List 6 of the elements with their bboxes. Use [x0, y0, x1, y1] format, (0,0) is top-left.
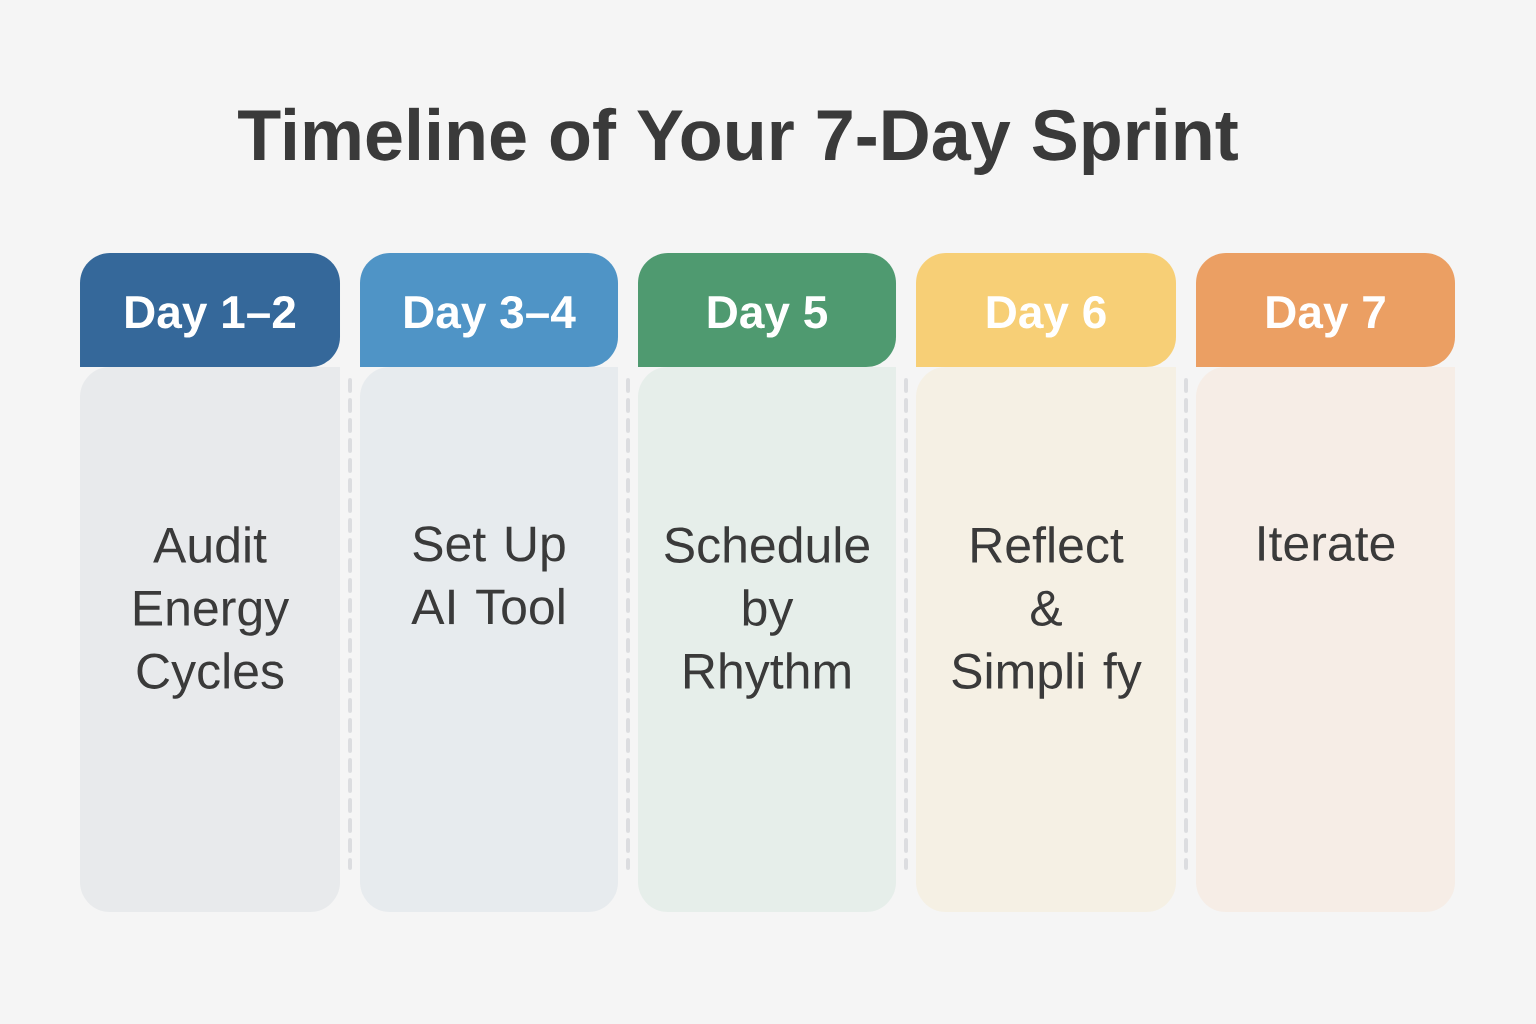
- day-label: Day 5: [708, 296, 828, 338]
- day-label: Day 1–2: [126, 295, 296, 338]
- day-label: Day 3–4: [405, 295, 576, 338]
- title: Timeline of Your 7-Day Sprint: [238, 107, 1238, 175]
- day-label: Day 6: [987, 295, 1106, 338]
- day-label: Day 7: [1267, 296, 1385, 338]
